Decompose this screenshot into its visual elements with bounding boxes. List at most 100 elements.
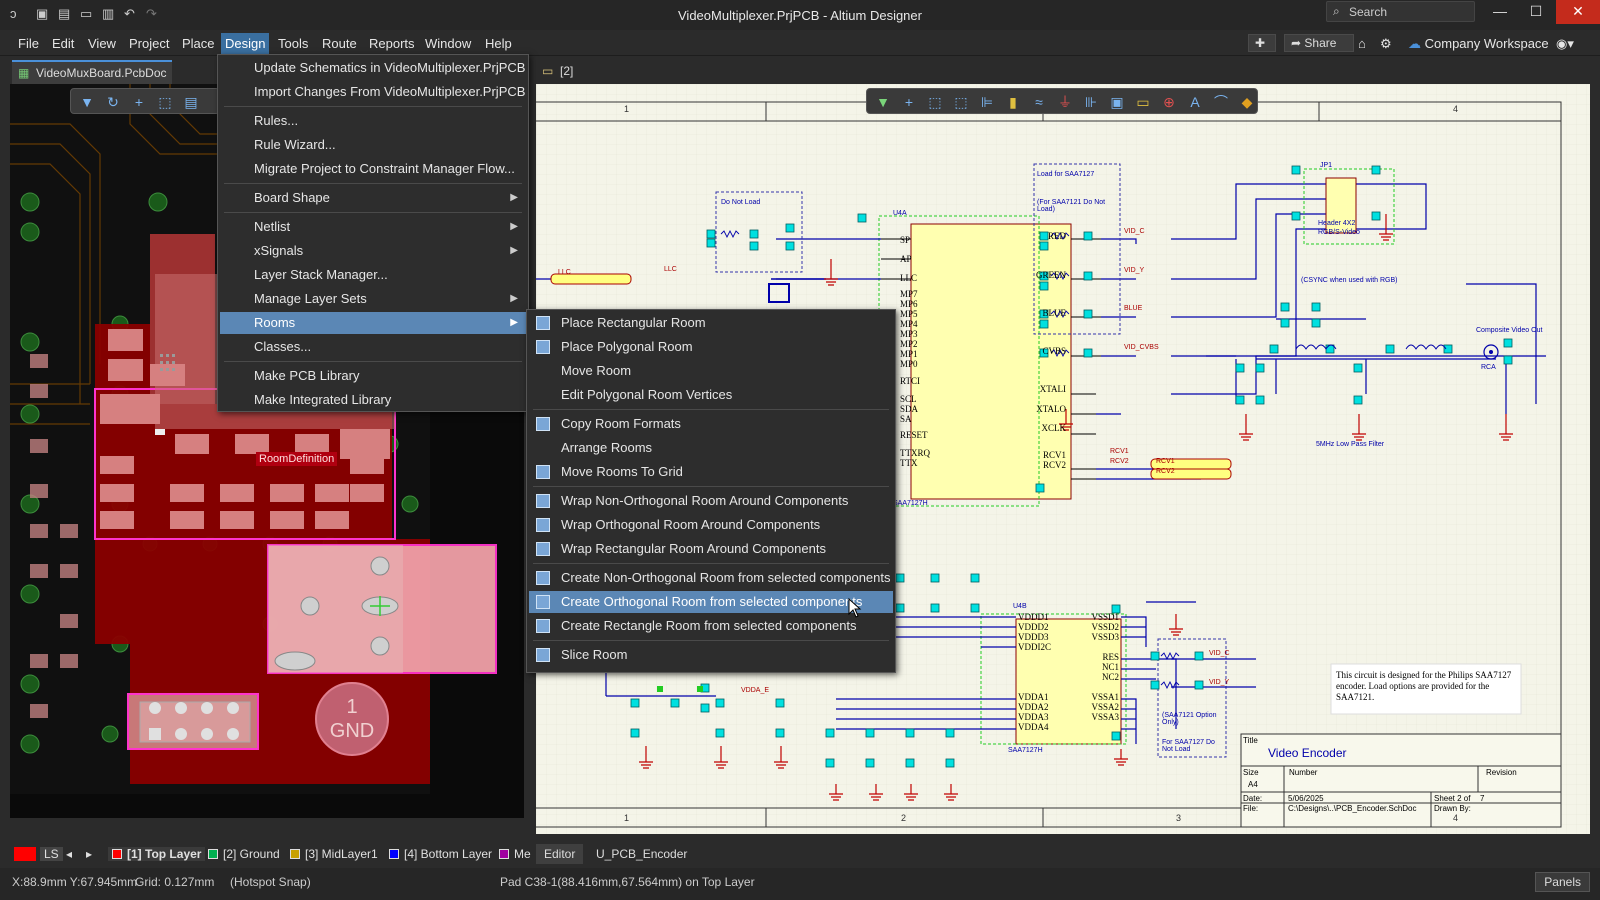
arc-icon[interactable]: ⌒ <box>1214 94 1228 110</box>
add-icon[interactable]: + <box>134 94 144 110</box>
status-snap: (Hotspot Snap) <box>230 875 311 889</box>
workspace-button[interactable]: ☁ Company Workspace <box>1408 36 1549 51</box>
menu-move-rooms-to-grid[interactable]: Move Rooms To Grid <box>529 461 893 483</box>
user-icon[interactable]: ◉▾ <box>1556 36 1574 51</box>
menu-project[interactable]: Project <box>129 36 170 51</box>
port-rcv2[interactable]: RCV2 <box>1156 468 1175 475</box>
tab-sch-document[interactable]: ▭[2] PCB_Encoder.SchDoc <box>536 60 686 100</box>
menu-wrap-rectangular[interactable]: Wrap Rectangular Room Around Components <box>529 538 893 560</box>
add-icon[interactable]: + <box>904 94 914 110</box>
menu-import-changes[interactable]: Import Changes From VideoMultiplexer.Prj… <box>254 84 526 99</box>
menu-edit-polygonal-vertices[interactable]: Edit Polygonal Room Vertices <box>561 387 733 402</box>
select-rect-icon[interactable]: ⬚ <box>158 94 172 110</box>
menu-reports[interactable]: Reports <box>369 36 415 51</box>
menu-create-rectangle[interactable]: Create Rectangle Room from selected comp… <box>529 615 893 637</box>
menu-copy-room-formats[interactable]: Copy Room Formats <box>529 413 893 435</box>
menu-place[interactable]: Place <box>182 36 215 51</box>
menu-make-pcb-library[interactable]: Make PCB Library <box>254 368 360 383</box>
menu-window[interactable]: Window <box>425 36 472 51</box>
menu-place-polygonal-room[interactable]: Place Polygonal Room <box>529 336 893 358</box>
port-icon[interactable]: ▭ <box>1136 94 1150 110</box>
harness-icon[interactable]: ◆ <box>1241 94 1253 110</box>
chart-icon[interactable]: ▤ <box>184 94 198 110</box>
panels-button[interactable]: Panels <box>1535 872 1590 892</box>
open-project-icon[interactable]: ▥ <box>102 6 115 21</box>
menu-tools[interactable]: Tools <box>278 36 309 51</box>
layer-tab-midlayer1[interactable]: [3] MidLayer1 <box>290 847 378 861</box>
menu-design[interactable]: Design <box>221 33 270 54</box>
open-icon[interactable]: ▭ <box>80 6 93 21</box>
home-icon[interactable]: ⌂ <box>1358 36 1366 51</box>
net-blue: BLUE <box>1124 305 1143 312</box>
select-rect-icon[interactable]: ⬚ <box>928 94 942 110</box>
menu-move-room[interactable]: Move Room <box>561 363 632 378</box>
port-rcv1[interactable]: RCV1 <box>1156 458 1175 465</box>
wire-icon[interactable]: ≈ <box>1035 94 1043 110</box>
menu-route[interactable]: Route <box>322 36 357 51</box>
route-icon[interactable]: ↻ <box>107 94 119 110</box>
menu-make-integrated-library[interactable]: Make Integrated Library <box>254 392 392 407</box>
u4b-designator[interactable]: U4B <box>1013 603 1027 610</box>
layer-prev-icon[interactable]: ◂ <box>66 847 73 861</box>
save-all-icon[interactable]: ▤ <box>58 6 71 21</box>
tab-u-pcb-encoder[interactable]: U_PCB_Encoder <box>596 847 688 861</box>
menu-board-shape[interactable]: Board Shape▶ <box>220 187 526 209</box>
schematic-canvas[interactable]: 1 2 4 1 2 3 4 U4A SAA7127H U4B SAA7127H … <box>536 84 1590 834</box>
menu-update-schematics[interactable]: Update Schematics in VideoMultiplexer.Pr… <box>254 60 526 75</box>
maximize-button[interactable]: ☐ <box>1529 3 1543 19</box>
menu-layer-stack[interactable]: Layer Stack Manager... <box>254 267 388 282</box>
undo-icon[interactable]: ↶ <box>124 6 135 21</box>
layer-tab-bottom[interactable]: [4] Bottom Layer <box>389 847 492 861</box>
minimize-button[interactable]: — <box>1493 3 1507 19</box>
filter-icon[interactable]: ▼ <box>876 94 890 110</box>
menu-slice-room[interactable]: Slice Room <box>529 644 893 666</box>
current-layer-swatch[interactable] <box>14 847 36 861</box>
menu-create-non-orthogonal[interactable]: Create Non-Orthogonal Room from selected… <box>529 567 893 589</box>
header-designator[interactable]: JP1 <box>1320 162 1333 169</box>
search-input[interactable]: ⌕Search <box>1326 1 1475 22</box>
menu-rooms[interactable]: Rooms▶ <box>220 312 526 334</box>
menu-manage-layer-sets[interactable]: Manage Layer Sets▶ <box>220 288 526 310</box>
menu-place-rectangular-room[interactable]: Place Rectangular Room <box>529 312 893 334</box>
share-button[interactable]: ➦ Share <box>1284 34 1354 52</box>
menu-rule-wizard[interactable]: Rule Wizard... <box>254 137 336 152</box>
ground-icon[interactable]: ⏚ <box>1058 94 1072 110</box>
menu-edit[interactable]: Edit <box>52 36 75 51</box>
align-icon[interactable]: ⊫ <box>980 94 994 110</box>
redo-icon[interactable]: ↷ <box>146 6 157 21</box>
menu-file[interactable]: File <box>18 36 39 51</box>
u4a-designator[interactable]: U4A <box>893 210 907 217</box>
save-icon[interactable]: ▣ <box>36 6 49 21</box>
grid-col-4: 4 <box>1453 104 1459 114</box>
menu-classes[interactable]: Classes... <box>254 339 312 354</box>
menu-help[interactable]: Help <box>485 36 512 51</box>
menu-create-orthogonal[interactable]: Create Orthogonal Room from selected com… <box>529 591 893 613</box>
tab-editor[interactable]: Editor <box>536 844 584 864</box>
menu-migrate-constraint[interactable]: Migrate Project to Constraint Manager Fl… <box>254 161 515 176</box>
select-dash-icon[interactable]: ⬚ <box>954 94 968 110</box>
layer-tab-top[interactable]: [1] Top Layer <box>108 847 206 861</box>
notifications-button[interactable]: ✚ <box>1248 34 1276 52</box>
layer-set-button[interactable]: LS <box>40 847 63 861</box>
filter-icon[interactable]: ▼ <box>80 94 94 110</box>
menu-wrap-orthogonal[interactable]: Wrap Orthogonal Room Around Components <box>529 514 893 536</box>
component-icon[interactable]: ▮ <box>1009 94 1017 110</box>
sheet-icon[interactable]: ▣ <box>1110 94 1124 110</box>
port-llc[interactable]: LLC <box>558 269 571 276</box>
layer-next-icon[interactable]: ▸ <box>86 847 93 861</box>
menu-wrap-non-orthogonal[interactable]: Wrap Non-Orthogonal Room Around Componen… <box>529 490 893 512</box>
directive-icon[interactable]: ⊕ <box>1163 94 1175 110</box>
layer-tab-mechanical[interactable]: Me <box>499 847 531 861</box>
layer-tab-ground[interactable]: [2] Ground <box>208 847 280 861</box>
menu-xsignals[interactable]: xSignals▶ <box>220 240 526 262</box>
text-icon[interactable]: A <box>1190 94 1200 110</box>
menu-rules[interactable]: Rules... <box>254 113 299 128</box>
menu-view[interactable]: View <box>88 36 116 51</box>
menu-netlist[interactable]: Netlist▶ <box>220 216 526 238</box>
gear-icon[interactable]: ⚙ <box>1380 36 1392 51</box>
menu-arrange-rooms[interactable]: Arrange Rooms <box>561 440 653 455</box>
tab-pcb-document[interactable]: ▦VideoMuxBoard.PcbDoc * <box>12 60 172 102</box>
bus-icon[interactable]: ⊪ <box>1084 94 1098 110</box>
room-definition-label[interactable]: RoomDefinition <box>256 452 338 466</box>
close-button[interactable]: ✕ <box>1556 0 1600 24</box>
